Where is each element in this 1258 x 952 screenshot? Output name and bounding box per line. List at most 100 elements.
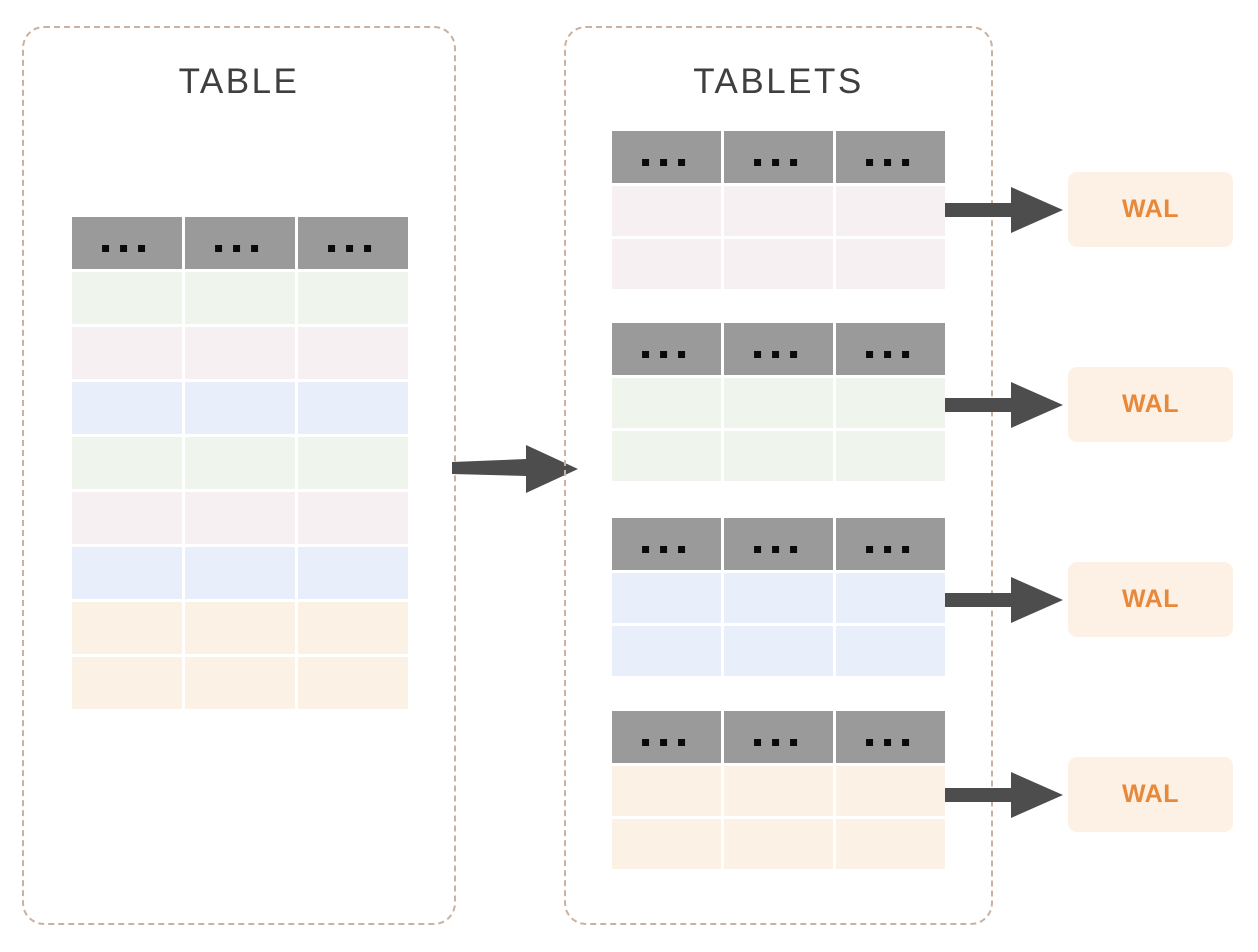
tablet-4-grid xyxy=(612,711,945,869)
tablet-1-data-row xyxy=(612,239,945,289)
table-data-row xyxy=(72,327,408,379)
table-data-cell xyxy=(185,492,295,544)
table-data-row xyxy=(72,602,408,654)
tablet-4-header-cell xyxy=(836,711,945,763)
table-header-cell xyxy=(298,217,408,269)
tablet-4-header-cell xyxy=(724,711,833,763)
tablet-3-grid xyxy=(612,518,945,676)
tablet-2-header-cell xyxy=(724,323,833,375)
tablet-3-data-row xyxy=(612,626,945,676)
table-data-cell xyxy=(185,437,295,489)
tablet-3-header-cell xyxy=(836,518,945,570)
table-data-cell xyxy=(185,272,295,324)
ellipsis-dots-icon xyxy=(865,159,909,166)
table-header-row xyxy=(72,217,408,269)
tablet-2-data-cell xyxy=(724,431,833,481)
ellipsis-dots-icon xyxy=(753,159,797,166)
tablet-4-data-cell xyxy=(724,766,833,816)
tablet-1-data-cell xyxy=(724,186,833,236)
table-data-cell xyxy=(72,272,182,324)
tablet-1-grid xyxy=(612,131,945,289)
ellipsis-dots-icon xyxy=(641,546,685,553)
table-data-cell xyxy=(298,382,408,434)
table-data-cell xyxy=(298,327,408,379)
table-panel-title: TABLE xyxy=(178,62,300,101)
tablets-panel: TABLETS xyxy=(564,26,993,925)
tablet-2-to-wal-arrow xyxy=(945,380,1063,435)
table-data-cell xyxy=(298,547,408,599)
arrow-right-icon xyxy=(945,772,1063,818)
arrow-right-icon xyxy=(945,187,1063,233)
table-data-row xyxy=(72,547,408,599)
tablet-1-header-cell xyxy=(836,131,945,183)
tablet-1-data-cell xyxy=(612,186,721,236)
ellipsis-dots-icon xyxy=(641,159,685,166)
tablet-1-data-cell xyxy=(612,239,721,289)
tablet-4-data-cell xyxy=(724,819,833,869)
tablet-3-header-cell xyxy=(612,518,721,570)
tablet-3-data-cell xyxy=(612,573,721,623)
wal-box-4[interactable]: WAL xyxy=(1068,757,1233,832)
table-data-cell xyxy=(298,492,408,544)
tablet-3-data-cell xyxy=(836,573,945,623)
arrow-right-icon xyxy=(945,382,1063,428)
ellipsis-dots-icon xyxy=(753,351,797,358)
wal-box-3[interactable]: WAL xyxy=(1068,562,1233,637)
tablet-1-data-cell xyxy=(836,186,945,236)
wal-box-1[interactable]: WAL xyxy=(1068,172,1233,247)
tablet-4-to-wal-arrow xyxy=(945,770,1063,825)
tablet-2-data-row xyxy=(612,378,945,428)
ellipsis-dots-icon xyxy=(753,546,797,553)
ellipsis-dots-icon xyxy=(865,546,909,553)
table-to-tablets-arrow xyxy=(452,445,578,493)
table-data-cell xyxy=(298,272,408,324)
ellipsis-dots-icon xyxy=(753,739,797,746)
wal-label: WAL xyxy=(1121,195,1180,223)
table-data-row xyxy=(72,382,408,434)
tablet-4-header-cell xyxy=(612,711,721,763)
table-data-cell xyxy=(72,437,182,489)
table-data-row xyxy=(72,437,408,489)
table-data-cell xyxy=(72,547,182,599)
table-panel: TABLE xyxy=(22,26,456,925)
table-data-row xyxy=(72,272,408,324)
table-data-cell xyxy=(72,327,182,379)
tablet-4-data-cell xyxy=(612,766,721,816)
table-data-cell xyxy=(298,657,408,709)
tablet-2-grid xyxy=(612,323,945,481)
table-data-cell xyxy=(72,382,182,434)
tablet-2-data-cell xyxy=(724,378,833,428)
table-data-cell xyxy=(72,657,182,709)
arrow-right-icon xyxy=(945,577,1063,623)
table-header-cell xyxy=(72,217,182,269)
tablet-1-to-wal-arrow xyxy=(945,185,1063,240)
table-data-cell xyxy=(298,602,408,654)
tablets-panel-title: TABLETS xyxy=(693,62,864,101)
table-data-cell xyxy=(185,657,295,709)
tablet-2-header-row xyxy=(612,323,945,375)
wal-box-2[interactable]: WAL xyxy=(1068,367,1233,442)
table-grid xyxy=(72,217,408,709)
tablet-3-data-row xyxy=(612,573,945,623)
ellipsis-dots-icon xyxy=(865,739,909,746)
ellipsis-dots-icon xyxy=(328,245,372,252)
tablet-1-data-cell xyxy=(724,239,833,289)
table-data-row xyxy=(72,492,408,544)
tablet-2-data-cell xyxy=(836,378,945,428)
tablet-4-data-row xyxy=(612,819,945,869)
wal-label: WAL xyxy=(1121,780,1180,808)
tablet-1-header-row xyxy=(612,131,945,183)
ellipsis-dots-icon xyxy=(102,245,146,252)
tablet-4-header-row xyxy=(612,711,945,763)
arrow-right-icon xyxy=(452,445,578,493)
tablet-3-data-cell xyxy=(724,573,833,623)
table-data-cell xyxy=(185,602,295,654)
tablet-3-data-cell xyxy=(612,626,721,676)
tablet-4-data-cell xyxy=(836,819,945,869)
tablet-4-data-cell xyxy=(612,819,721,869)
table-data-cell xyxy=(185,382,295,434)
tablet-1-data-cell xyxy=(836,239,945,289)
tablet-1-header-cell xyxy=(612,131,721,183)
tablet-4-data-row xyxy=(612,766,945,816)
